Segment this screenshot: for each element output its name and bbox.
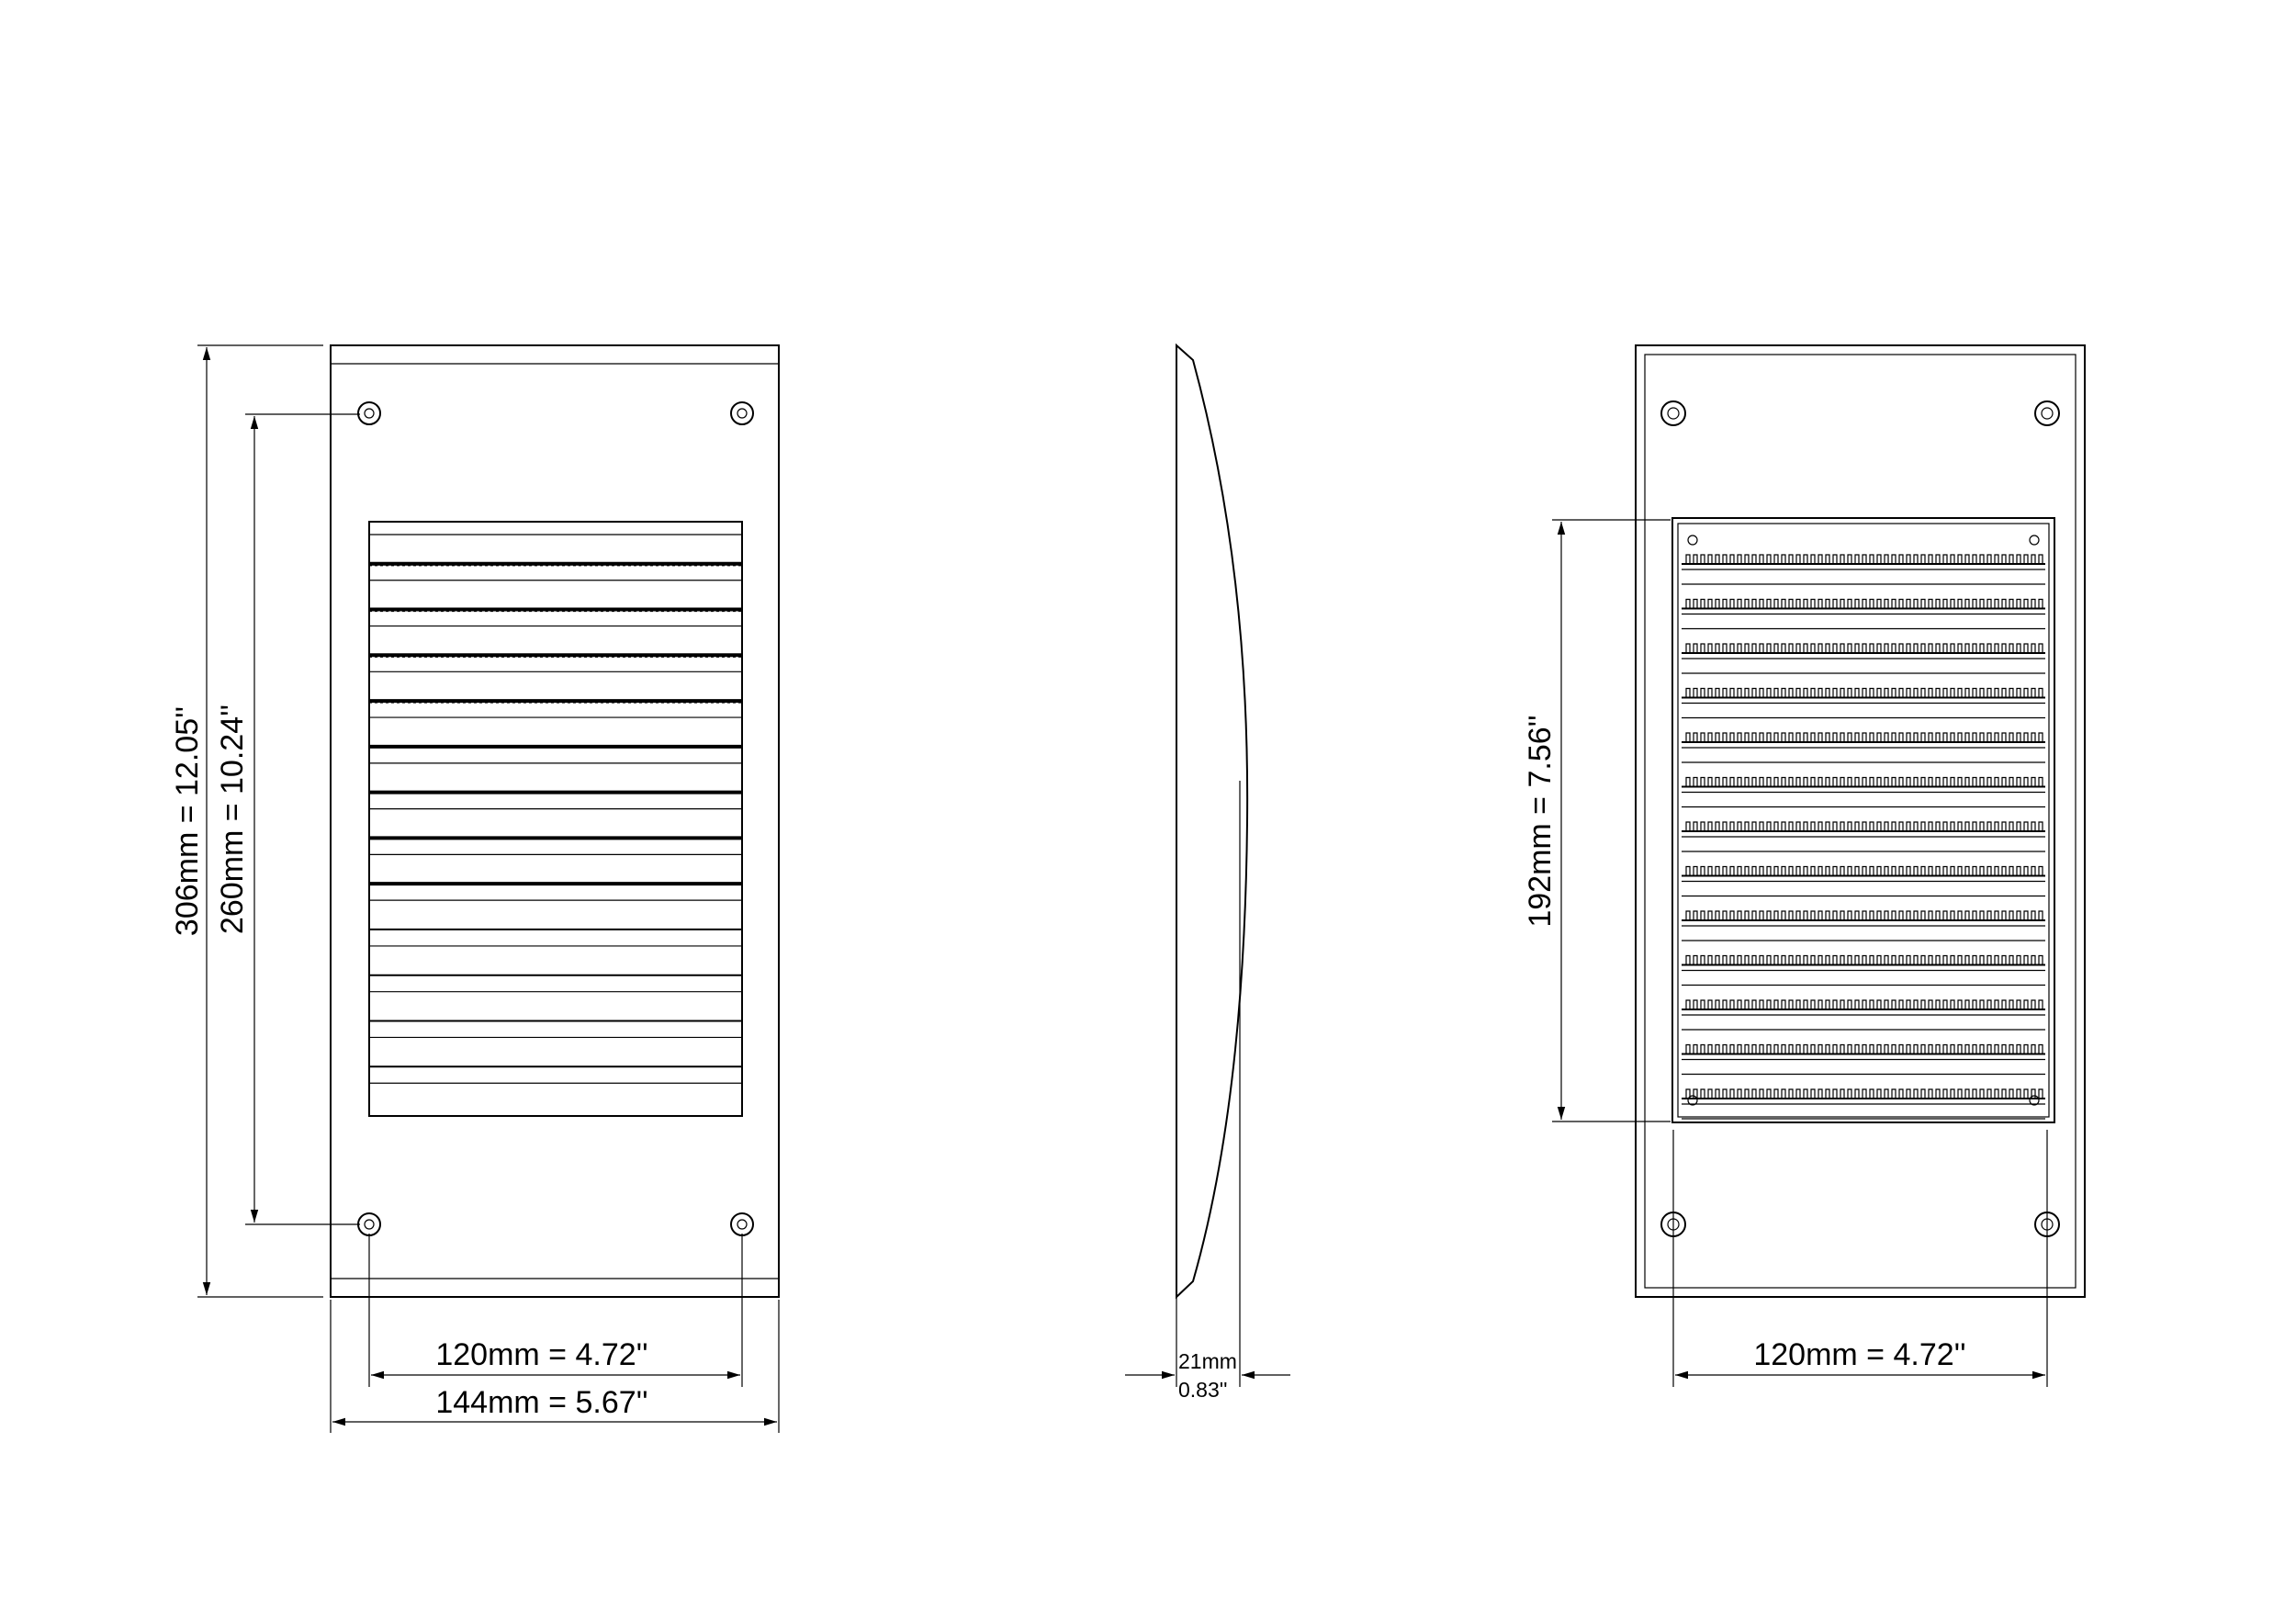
louver-slat — [1682, 865, 2045, 897]
louver-slat — [369, 853, 742, 886]
louver-slat — [369, 580, 742, 613]
front-mounting-holes — [357, 401, 754, 1236]
mounting-hole — [2034, 400, 2060, 426]
louver-slat — [1682, 910, 2045, 941]
back-grille-height-label: 192mm = 7.56'' — [1523, 715, 1558, 927]
front-dimensions: 306mm = 12.05'' 260mm = 10.24'' 120mm = … — [170, 344, 780, 1433]
louver-slat — [1682, 1088, 2045, 1120]
side-view — [1176, 343, 1249, 1300]
louver-slat — [369, 716, 742, 749]
louver-slat — [1682, 687, 2045, 719]
louver-slat — [1682, 1043, 2045, 1076]
louver-slat — [1682, 954, 2045, 986]
louver-slat — [1682, 554, 2045, 585]
louver-slat — [369, 945, 742, 976]
front-height-total-label: 306mm = 12.05'' — [170, 706, 205, 936]
louver-slat — [1682, 999, 2045, 1031]
louver-slat — [369, 625, 742, 658]
back-width-holes-label: 120mm = 4.72'' — [1753, 1337, 1965, 1372]
front-width-holes-label: 120mm = 4.72'' — [435, 1337, 647, 1372]
louver-slat — [369, 671, 742, 704]
mounting-hole — [1660, 400, 1686, 426]
louver-slat — [369, 899, 742, 930]
side-depth-mm-label: 21mm — [1178, 1349, 1237, 1373]
side-profile — [1176, 343, 1249, 1300]
front-height-holes-label: 260mm = 10.24'' — [215, 704, 250, 934]
back-louvers — [1682, 554, 2045, 1120]
back-frame — [1635, 344, 2086, 1298]
side-depth-in-label: 0.83'' — [1178, 1378, 1228, 1402]
louver-slat — [369, 762, 742, 795]
front-louvers — [369, 534, 742, 1084]
louver-slat — [369, 1036, 742, 1068]
mounting-hole — [357, 1212, 381, 1236]
louver-slat — [1682, 776, 2045, 808]
back-mounting-holes — [1660, 400, 2060, 1237]
louver-slat — [369, 534, 742, 567]
side-dimensions: 21mm 0.83'' — [1125, 781, 1290, 1402]
back-view — [1635, 344, 2086, 1298]
back-dimensions: 192mm = 7.56'' 120mm = 4.72'' — [1523, 519, 2048, 1387]
louver-slat — [1682, 643, 2045, 674]
louver-slat — [1682, 821, 2045, 852]
mounting-hole — [730, 401, 754, 425]
front-view — [330, 344, 780, 1298]
mounting-hole — [730, 1212, 754, 1236]
front-frame — [330, 344, 780, 1298]
louver-slat — [369, 991, 742, 1022]
louver-slat — [1682, 598, 2045, 630]
front-grille — [368, 521, 743, 1117]
back-grille — [1671, 517, 2055, 1123]
mounting-hole — [357, 401, 381, 425]
louver-slat — [1682, 732, 2045, 763]
front-width-total-label: 144mm = 5.67'' — [435, 1385, 647, 1420]
louver-slat — [369, 808, 742, 840]
